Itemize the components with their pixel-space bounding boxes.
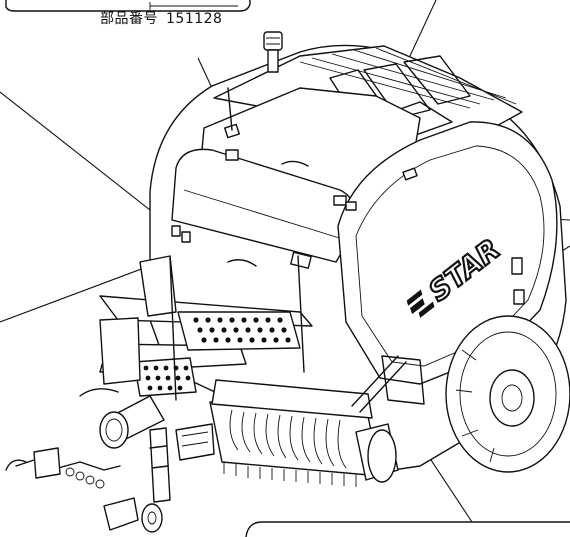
- left-frame-post: [99, 317, 141, 385]
- pickup-reel: [175, 379, 381, 487]
- cover-seam: [183, 189, 347, 241]
- top-label-box-detail: [149, 2, 238, 10]
- lower-handle: [227, 259, 257, 267]
- handrail-left: [169, 257, 177, 401]
- part-number-caption: 部品番号: [100, 11, 158, 27]
- leader-top-left: [0, 91, 179, 233]
- part-number-label: 部品番号 151128: [100, 8, 222, 28]
- pto-shaft: [99, 395, 165, 449]
- handrail-center: [297, 255, 305, 373]
- hydraulic-strut-right-2: [359, 361, 407, 413]
- pickup-gauge-wheel: [355, 423, 399, 483]
- handrail-top: [227, 87, 233, 131]
- leader-left: [0, 261, 161, 323]
- hitch-jack: [103, 427, 171, 533]
- left-upper-bracket: [139, 255, 177, 317]
- part-number-value: 151128: [166, 11, 223, 27]
- bottom-label-box: [245, 521, 570, 537]
- safety-chain: [5, 447, 121, 489]
- rear-wheel: [445, 315, 570, 473]
- hitch-cable: [79, 388, 119, 397]
- step-plate-upper: [177, 311, 301, 351]
- warning-labels: [171, 123, 525, 305]
- cover-handle: [281, 160, 309, 167]
- hydraulic-strut-right: [351, 355, 399, 407]
- side-bracket: [381, 355, 425, 405]
- step-plate-lower: [133, 357, 197, 397]
- beacon-light: [263, 31, 283, 73]
- top-label-box: [5, 0, 251, 12]
- side-cover-inner-rim: [355, 145, 545, 367]
